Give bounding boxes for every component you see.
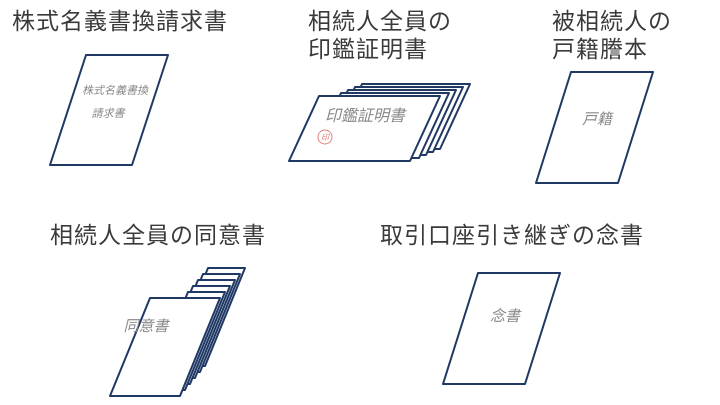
- title-line: 相続人全員の同意書: [50, 223, 266, 249]
- title-line: 相続人全員の: [308, 9, 452, 35]
- title-line: 戸籍謄本: [552, 37, 648, 63]
- doc-label: 株式名義書換: [82, 84, 149, 97]
- title-transfer-request: 株式名義書換請求書: [12, 8, 228, 36]
- title-line: 被相続人の: [552, 9, 672, 35]
- document-stack-seal-certificate: 印鑑証明書 印: [288, 83, 471, 162]
- document-stack-consent-form: 同意書: [109, 267, 246, 397]
- doc-label: 印鑑証明書: [325, 106, 407, 125]
- title-line: 株式名義書換請求書: [12, 9, 228, 35]
- seal-stamp-text: 印: [321, 133, 330, 142]
- doc-label: 念書: [490, 307, 522, 325]
- seal-stamp-icon: [317, 129, 333, 145]
- doc-label: 同意書: [123, 317, 170, 335]
- document-account-memo: 念書: [442, 272, 561, 385]
- title-account-memo: 取引口座引き継ぎの念書: [380, 222, 644, 250]
- title-seal-certificate: 相続人全員の 印鑑証明書: [308, 8, 452, 64]
- title-line: 印鑑証明書: [308, 37, 428, 63]
- title-line: 取引口座引き継ぎの念書: [380, 223, 644, 249]
- document-transfer-request: 株式名義書換 請求書: [49, 54, 169, 166]
- title-family-register: 被相続人の 戸籍謄本: [552, 8, 672, 64]
- doc-label: 請求書: [92, 107, 127, 120]
- doc-label: 戸籍: [582, 110, 614, 128]
- title-consent-form: 相続人全員の同意書: [50, 222, 266, 250]
- document-family-register: 戸籍: [535, 71, 654, 184]
